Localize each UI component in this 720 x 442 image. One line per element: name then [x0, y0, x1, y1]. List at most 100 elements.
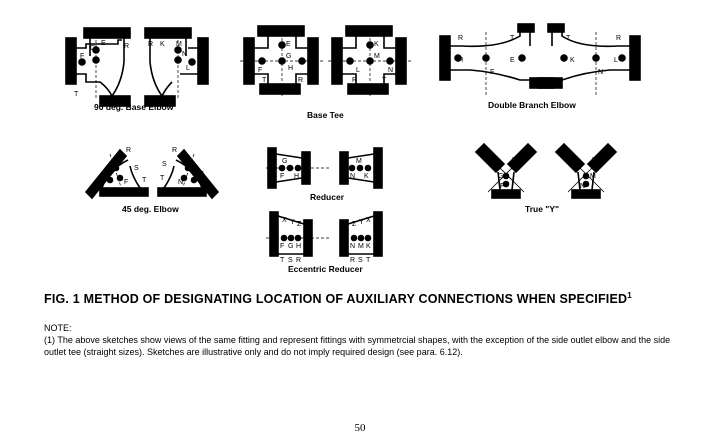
svg-text:S: S — [134, 165, 139, 172]
svg-text:F: F — [500, 183, 504, 190]
svg-text:G: G — [282, 158, 287, 165]
svg-text:R: R — [616, 35, 621, 42]
svg-text:S: S — [162, 161, 167, 168]
note-label: NOTE: — [44, 323, 72, 333]
svg-text:T: T — [382, 77, 387, 84]
svg-text:X: X — [282, 217, 287, 224]
svg-text:N: N — [350, 173, 355, 180]
svg-text:R: R — [350, 257, 355, 264]
svg-text:R: R — [296, 257, 301, 264]
svg-text:T: T — [142, 177, 147, 184]
svg-text:M: M — [356, 158, 362, 165]
svg-text:F: F — [280, 173, 284, 180]
svg-text:N: N — [350, 243, 355, 250]
svg-text:R: R — [172, 147, 177, 154]
caption-double-branch-elbow: Double Branch Elbow — [488, 100, 576, 110]
base-elbow-left: G E R F T — [65, 27, 131, 107]
caption-base-elbow: 90 deg. Base Elbow — [94, 102, 174, 112]
base-tee-left: E F G H T R — [240, 25, 324, 98]
caption-true-y: True "Y" — [525, 204, 560, 214]
reducer-right: M N K — [339, 147, 383, 189]
svg-text:R: R — [458, 35, 463, 42]
caption-base-tee: Base Tee — [307, 110, 344, 120]
svg-text:H: H — [296, 243, 301, 250]
caption-45-elbow: 45 deg. Elbow — [122, 204, 179, 214]
svg-text:T: T — [510, 35, 515, 42]
svg-text:N: N — [580, 183, 585, 190]
svg-text:K: K — [592, 157, 597, 164]
svg-text:Z: Z — [352, 221, 357, 228]
figure-title: FIG. 1 METHOD OF DESIGNATING LOCATION OF… — [44, 291, 632, 307]
svg-text:X: X — [366, 217, 371, 224]
caption-eccentric-reducer: Eccentric Reducer — [288, 264, 363, 274]
caption-reducer: Reducer — [310, 192, 345, 202]
svg-text:T: T — [160, 175, 165, 182]
note-text: (1) The above sketches show views of the… — [44, 335, 671, 357]
svg-text:N: N — [388, 67, 393, 74]
elbow-45-right: R S K M T N — [157, 147, 220, 200]
svg-text:Y: Y — [290, 219, 295, 226]
svg-text:R: R — [148, 41, 153, 48]
eccentric-reducer-left: X Y Z F G H T S R — [266, 211, 330, 264]
svg-text:K: K — [366, 243, 371, 250]
svg-text:H: H — [288, 65, 293, 72]
true-y-left: E H G F — [474, 142, 538, 199]
svg-text:M: M — [176, 41, 182, 48]
base-elbow-right: R K M N L — [144, 27, 209, 107]
base-tee-right: K M L N R T — [328, 25, 412, 98]
svg-text:H: H — [458, 57, 463, 64]
svg-text:M: M — [198, 171, 204, 178]
elbow-45-left: R E S G F T — [84, 147, 149, 200]
svg-text:H: H — [512, 157, 517, 164]
svg-text:N: N — [178, 179, 183, 186]
svg-text:K: K — [570, 57, 575, 64]
svg-text:M: M — [590, 173, 596, 180]
double-branch-elbow-right: T R K N L — [537, 23, 641, 96]
svg-text:L: L — [356, 67, 360, 74]
svg-text:T: T — [566, 35, 571, 42]
svg-text:G: G — [288, 243, 293, 250]
svg-text:L: L — [614, 57, 618, 64]
svg-text:T: T — [74, 91, 79, 98]
svg-text:R: R — [298, 77, 303, 84]
svg-text:Z: Z — [297, 221, 302, 228]
svg-text:T: T — [280, 257, 285, 264]
label-g: G — [90, 45, 95, 52]
svg-text:L: L — [186, 65, 190, 72]
svg-text:T: T — [366, 257, 371, 264]
svg-text:M: M — [358, 243, 364, 250]
svg-text:R: R — [124, 43, 129, 50]
svg-text:Y: Y — [359, 219, 364, 226]
svg-text:E: E — [101, 40, 106, 47]
svg-text:K: K — [364, 173, 369, 180]
eccentric-reducer-right: Z Y X N M K R S T — [339, 211, 383, 264]
svg-text:R: R — [352, 77, 357, 84]
svg-text:L: L — [574, 157, 578, 164]
svg-text:E: E — [110, 161, 115, 168]
svg-text:G: G — [286, 53, 291, 60]
svg-text:G: G — [102, 175, 107, 182]
svg-text:T: T — [262, 77, 267, 84]
svg-text:R: R — [126, 147, 131, 154]
svg-text:N: N — [598, 69, 603, 76]
svg-text:F: F — [258, 67, 262, 74]
svg-text:H: H — [294, 173, 299, 180]
svg-text:E: E — [490, 157, 495, 164]
page-number: 50 — [354, 422, 366, 434]
svg-text:G: G — [498, 173, 503, 180]
reducer-left: G F H — [266, 147, 330, 189]
svg-text:F: F — [490, 69, 494, 76]
double-branch-elbow-left: R H T F E — [439, 23, 555, 96]
svg-text:M: M — [374, 53, 380, 60]
svg-text:F: F — [280, 243, 284, 250]
svg-text:K: K — [186, 159, 191, 166]
svg-text:E: E — [286, 41, 291, 48]
svg-text:S: S — [358, 257, 363, 264]
true-y-right: L K M N — [554, 142, 618, 199]
svg-text:F: F — [80, 53, 84, 60]
footnote-mark: 1 — [627, 291, 632, 300]
svg-text:F: F — [124, 179, 128, 186]
svg-text:K: K — [160, 41, 165, 48]
svg-text:N: N — [182, 51, 187, 58]
